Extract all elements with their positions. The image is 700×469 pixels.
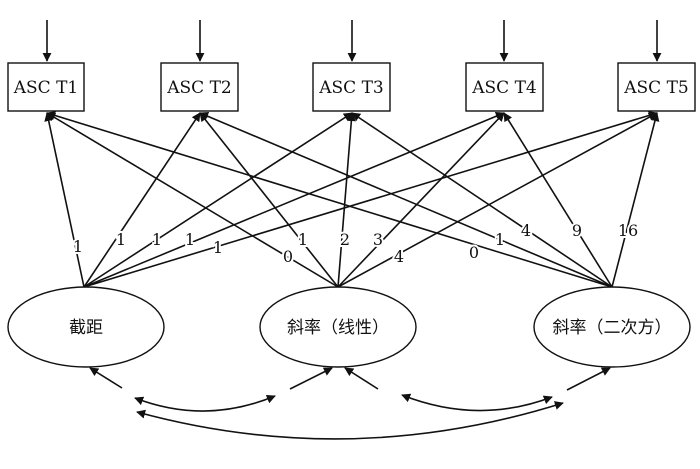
indicator-label: ASC T1 [13,78,79,98]
indicator-label: ASC T3 [318,78,384,98]
factor-linear-slope: 斜率（线性） [259,286,417,368]
cov-stub-linear-a [289,367,333,390]
factor-quadratic-slope: 斜率（二次方） [533,286,691,368]
indicator-box [312,62,391,112]
label-linear-t5: 4 [394,247,404,266]
factor-ellipse [7,286,165,368]
loading-labels: 1 1 1 1 1 0 1 2 3 4 0 1 4 9 16 [71,219,640,268]
cov-linear-quadratic [401,393,553,412]
label-linear-t3: 2 [340,230,350,249]
label-intercept-t4: 1 [185,230,195,249]
cov-stub-quadratic-a [566,367,611,391]
latent-factors: 截距 斜率（线性） 斜率（二次方） [7,286,691,368]
error-arrows [42,20,662,62]
quadratic-loadings [46,111,660,288]
label-quadratic-t3: 4 [521,221,531,240]
indicator-boxes: ASC T1 ASC T2 ASC T3 ASC T4 ASC T5 [7,62,696,112]
cov-intercept-quadratic [136,401,564,440]
label-linear-t1: 0 [283,247,293,266]
cov-stub-intercept-a [89,367,123,389]
label-linear-t2: 1 [298,230,308,249]
path-linear-t2 [199,112,339,288]
indicator-t2: ASC T2 [160,62,239,112]
linear-loadings [46,112,658,288]
path-intercept-t4 [83,111,505,288]
path-quadratic-t2 [199,112,613,288]
factor-ellipse [533,286,691,368]
indicator-t4: ASC T4 [465,62,544,112]
path-quadratic-t1 [46,111,613,288]
label-intercept-t3: 1 [152,230,162,249]
factor-label: 斜率（二次方） [553,318,672,338]
label-quadratic-t2: 1 [495,230,505,249]
path-quadratic-t5 [611,112,660,288]
path-intercept-t2 [83,112,201,288]
indicator-label: ASC T4 [471,78,537,98]
factor-label: 斜率（线性） [287,318,389,338]
indicator-box [7,62,85,112]
indicator-label: ASC T2 [166,78,232,98]
indicator-t1: ASC T1 [7,62,85,112]
path-linear-t4 [337,112,505,288]
cov-intercept-linear [134,394,276,412]
path-linear-t3 [337,112,356,288]
path-quadratic-t3 [351,112,613,288]
indicator-label: ASC T5 [623,78,689,98]
indicator-t3: ASC T3 [312,62,391,112]
indicator-t5: ASC T5 [617,62,696,112]
label-intercept-t1: 1 [73,237,83,256]
factor-label: 截距 [69,318,103,338]
covariance-arrows [89,367,611,440]
intercept-loadings [44,111,658,288]
factor-ellipse [259,286,417,368]
label-intercept-t2: 1 [116,230,126,249]
label-quadratic-t1: 0 [469,243,479,262]
cov-stub-linear-b [344,367,379,390]
factor-intercept: 截距 [7,286,165,368]
indicator-box [465,62,544,112]
label-intercept-t5: 1 [213,238,223,257]
path-intercept-t5 [83,111,658,288]
label-linear-t4: 3 [373,230,383,249]
indicator-box [160,62,239,112]
path-quadratic-t4 [503,112,613,288]
path-linear-t5 [337,112,658,288]
path-intercept-t1 [44,112,85,288]
label-quadratic-t4: 9 [572,221,582,240]
path-linear-t1 [46,112,339,288]
label-quadratic-t5: 16 [618,221,638,240]
path-intercept-t3 [83,112,353,288]
indicator-box [617,62,696,112]
